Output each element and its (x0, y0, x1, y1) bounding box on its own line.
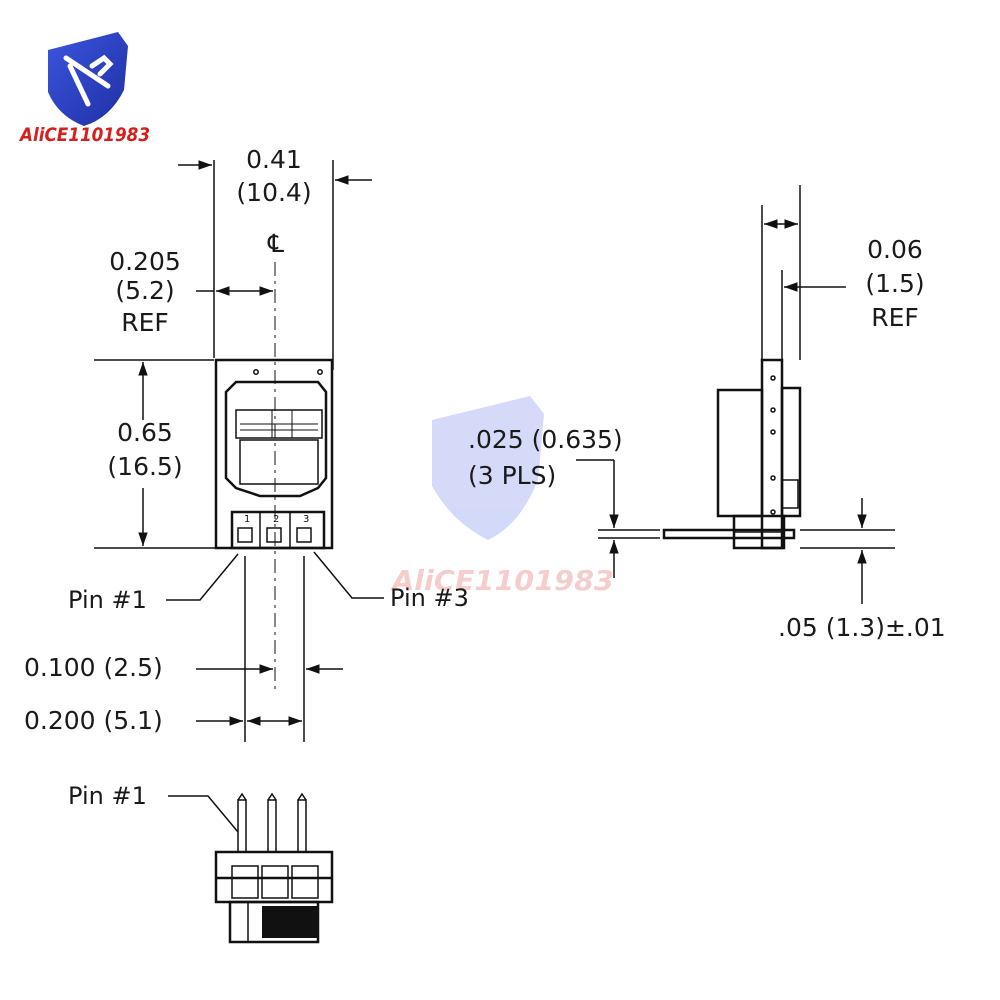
side-pin (662, 528, 796, 540)
rocket-icon (63, 54, 114, 107)
side-offset-mm-label: (1.5) (865, 269, 924, 298)
half-width-mm-label: (5.2) (115, 276, 174, 305)
half-width-in-label: 0.205 (109, 247, 181, 276)
height-mm-label: (16.5) (107, 452, 182, 481)
bottom-view: Pin #1 (68, 782, 334, 944)
pitch-double-label: 0.200 (5.1) (24, 706, 163, 735)
side-offset-ref-label: REF (871, 303, 919, 332)
pin-count-label: (3 PLS) (468, 461, 556, 490)
pin-number-3: 3 (303, 514, 309, 525)
width-in-label: 0.41 (246, 145, 302, 174)
pin-1-front-label: Pin #1 (68, 586, 147, 614)
pin-thickness-label: .025 (0.635) (468, 425, 623, 454)
brand-name: AliCE1101983 (18, 124, 150, 146)
height-in-label: 0.65 (117, 418, 173, 447)
pin-number-1: 1 (244, 514, 250, 525)
width-mm-label: (10.4) (236, 178, 311, 207)
sensor-window (224, 380, 328, 498)
pin-number-2: 2 (273, 514, 279, 525)
brand-logo: AliCE1101983 (18, 32, 150, 146)
pin-3-front (296, 527, 312, 543)
pitch-single-label: 0.100 (2.5) (24, 653, 163, 682)
side-sensor-housing (716, 388, 764, 518)
pin-height-label: .05 (1.3)±.01 (778, 613, 946, 642)
watermark-shield-icon (432, 396, 544, 540)
bottom-pin-2 (267, 799, 277, 853)
pin-header-front (230, 510, 326, 550)
half-width-ref-label: REF (121, 308, 169, 337)
pin-3-front-label: Pin #3 (390, 584, 469, 612)
side-board (760, 358, 784, 550)
centerline-symbol: ℄ (267, 229, 284, 258)
pin-1-front (237, 527, 253, 543)
pin-2-front (266, 527, 282, 543)
side-offset-in-label: 0.06 (867, 235, 923, 264)
watermark-name: AliCE1101983 (390, 564, 614, 597)
side-view: 0.06 (1.5) REF .025 (0.635) (3 PLS) .05 … (468, 185, 946, 642)
front-view: 0.41 (10.4) ℄ 0.205 (5.2) REF 0.65 (16.5… (24, 145, 469, 742)
shield-icon (48, 32, 128, 126)
pin-1-bottom-label: Pin #1 (68, 782, 147, 810)
bottom-pin-3 (297, 799, 307, 853)
watermark: AliCE1101983 (390, 396, 614, 597)
bottom-pin-1 (237, 799, 247, 853)
